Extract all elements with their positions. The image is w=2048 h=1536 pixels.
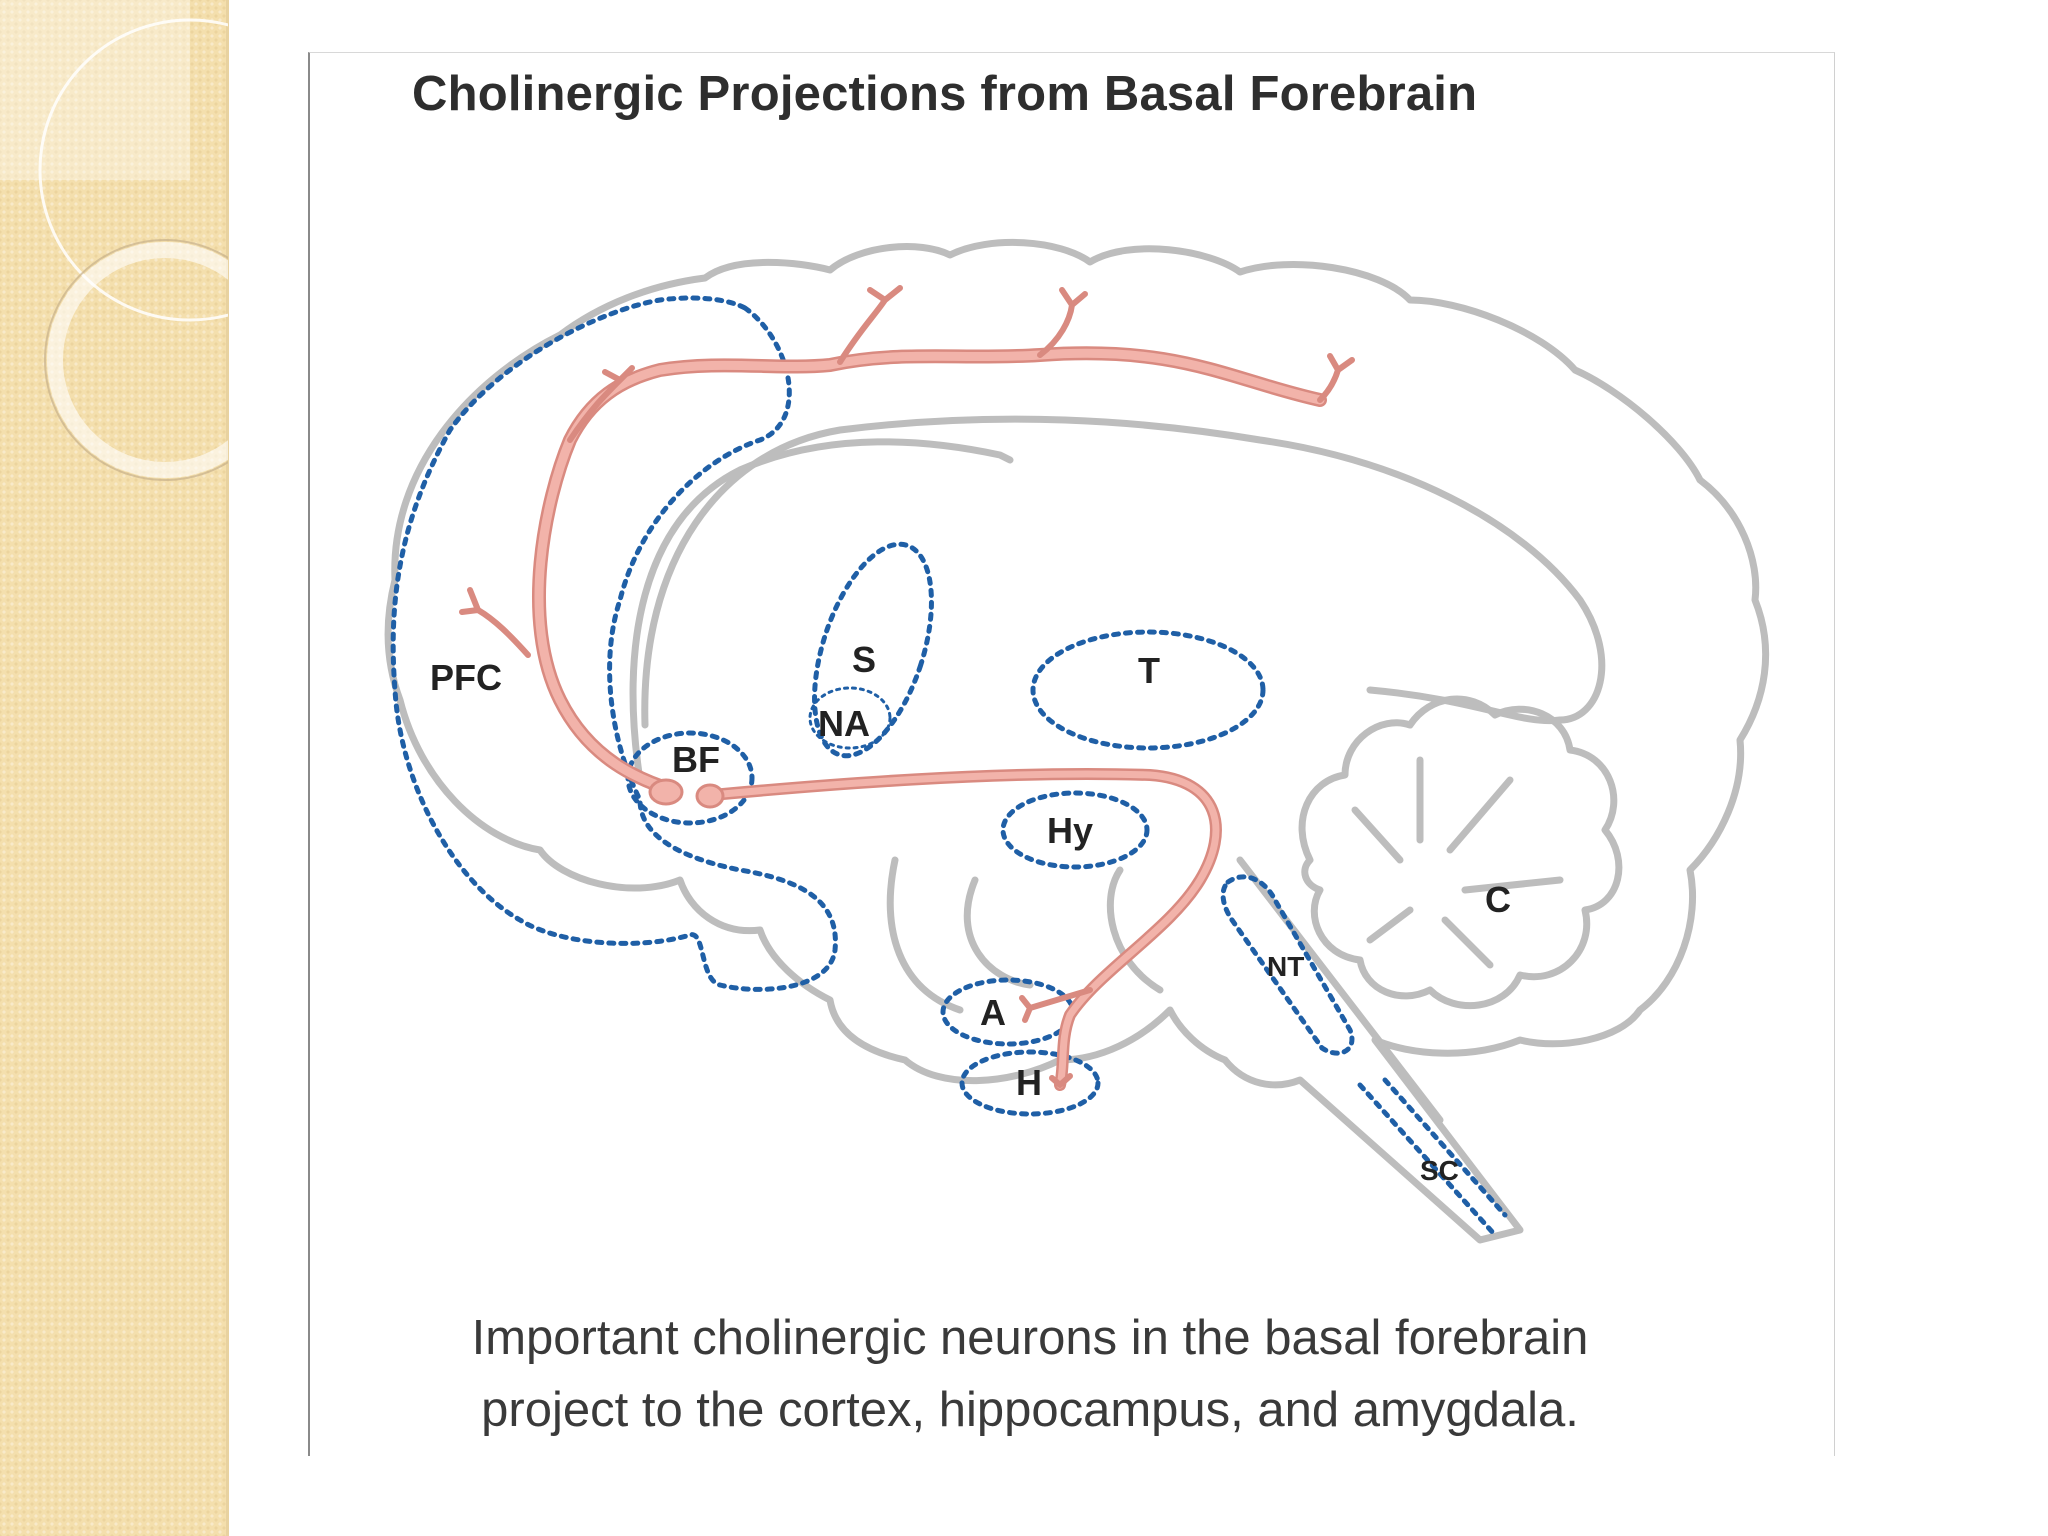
label-s: S xyxy=(852,639,876,680)
temporal-fold xyxy=(886,856,964,1014)
bf-cell-body-left xyxy=(648,778,684,806)
projection-amygdala-hippocampus-fill xyxy=(708,770,1220,1089)
deco-ring-large xyxy=(38,18,228,322)
label-a: A xyxy=(980,992,1006,1033)
hy-region-outline xyxy=(1000,790,1150,870)
projection-hippocampus-tip xyxy=(1049,1073,1073,1088)
side-band-edge xyxy=(226,0,229,1536)
corpus-callosum-outer xyxy=(629,438,1014,784)
s-region-outline xyxy=(812,541,934,759)
projection-amygdala-tip xyxy=(1019,987,1093,1023)
label-bf: BF xyxy=(672,739,720,780)
label-hy: Hy xyxy=(1047,810,1093,851)
label-sc: SC xyxy=(1420,1155,1459,1186)
bf-cell-body-right xyxy=(695,783,725,809)
deco-highlight-panel xyxy=(0,0,190,180)
na-region-outline xyxy=(808,686,892,750)
projection-pfc-branch xyxy=(567,365,635,443)
projection-top-branch-3 xyxy=(1317,353,1355,403)
brainstem-left xyxy=(1106,866,1164,994)
deco-ring-outline xyxy=(44,239,228,481)
deco-ring-thick xyxy=(47,242,228,478)
pfc-region-outline xyxy=(390,295,838,992)
projection-pfc-lower-branch xyxy=(459,587,531,658)
projection-top-branch-2 xyxy=(1037,287,1088,358)
label-h: H xyxy=(1016,1062,1042,1103)
decorative-rings xyxy=(0,0,228,481)
label-na: NA xyxy=(818,703,870,744)
cerebellum-fold-3 xyxy=(1446,776,1514,854)
brainstem-right xyxy=(1236,856,1444,1124)
caption-line-2: project to the cortex, hippocampus, and … xyxy=(481,1383,1579,1437)
label-t: T xyxy=(1138,650,1160,691)
medial-fold xyxy=(963,876,1034,989)
sc-region-outline xyxy=(1357,1077,1508,1238)
h-region-outline xyxy=(959,1049,1101,1117)
brain-outline xyxy=(384,238,1770,1244)
cerebellum xyxy=(1298,695,1623,1010)
cerebellum-fold-1 xyxy=(1351,806,1404,864)
caption-line-1: Important cholinergic neurons in the bas… xyxy=(471,1311,1589,1365)
nt-region-outline xyxy=(1220,874,1355,1056)
projection-cortex-fill xyxy=(534,348,1325,795)
cortex-inner-arc xyxy=(641,415,1606,729)
label-nt: NT xyxy=(1267,951,1304,982)
label-c: C xyxy=(1485,879,1511,920)
figure-caption: Important cholinergic neurons in the bas… xyxy=(300,1302,1760,1446)
cerebellum-fold-5 xyxy=(1441,916,1494,969)
cerebellum-fold-4 xyxy=(1461,876,1564,894)
cerebellum-fold-6 xyxy=(1366,906,1414,944)
t-region-outline xyxy=(1030,629,1266,751)
label-pfc: PFC xyxy=(430,657,502,698)
projection-top-branch-1 xyxy=(837,285,903,365)
figure-title: Cholinergic Projections from Basal Foreb… xyxy=(412,67,1478,121)
